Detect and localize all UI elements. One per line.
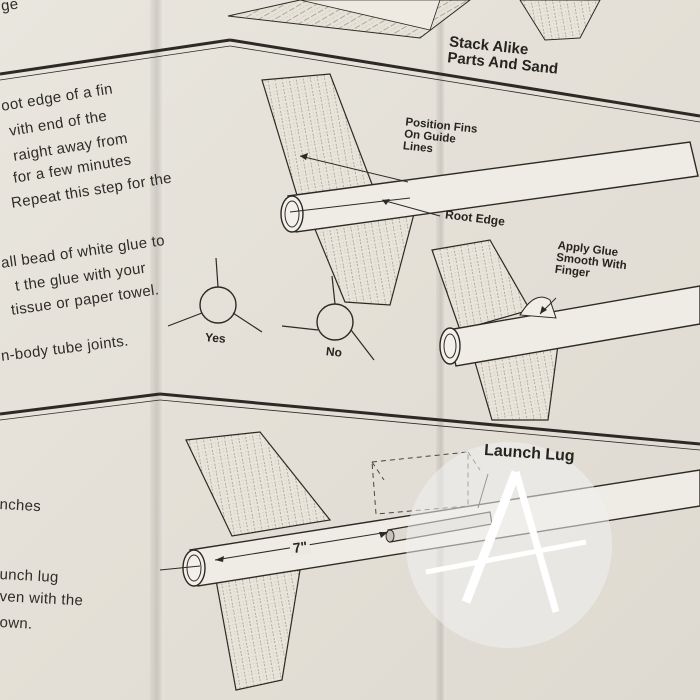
watermark-logo [406,442,612,648]
glue-joint-yes-diagram [167,257,263,333]
top-fragment-text: ge [0,0,20,15]
body-text-line-10: nches [0,496,42,516]
yes-label: Yes [204,330,227,346]
position-fins-label: Position Fins On Guide Lines [402,116,478,160]
body-text-line-11: unch lug [0,566,60,587]
fin-positioning-illustration [261,73,699,306]
body-text-line-13: own. [0,614,33,633]
page-fold-left [150,0,164,700]
glue-joint-no-diagram [281,275,375,361]
apply-glue-illustration [431,239,700,421]
section-divider-top [0,38,700,123]
no-label: No [325,344,343,360]
sanding-illustration [227,0,601,41]
dimension-7-inch-label: 7" [289,538,312,557]
section-divider-bottom [0,392,700,451]
watermark-glyph-icon [425,470,587,613]
